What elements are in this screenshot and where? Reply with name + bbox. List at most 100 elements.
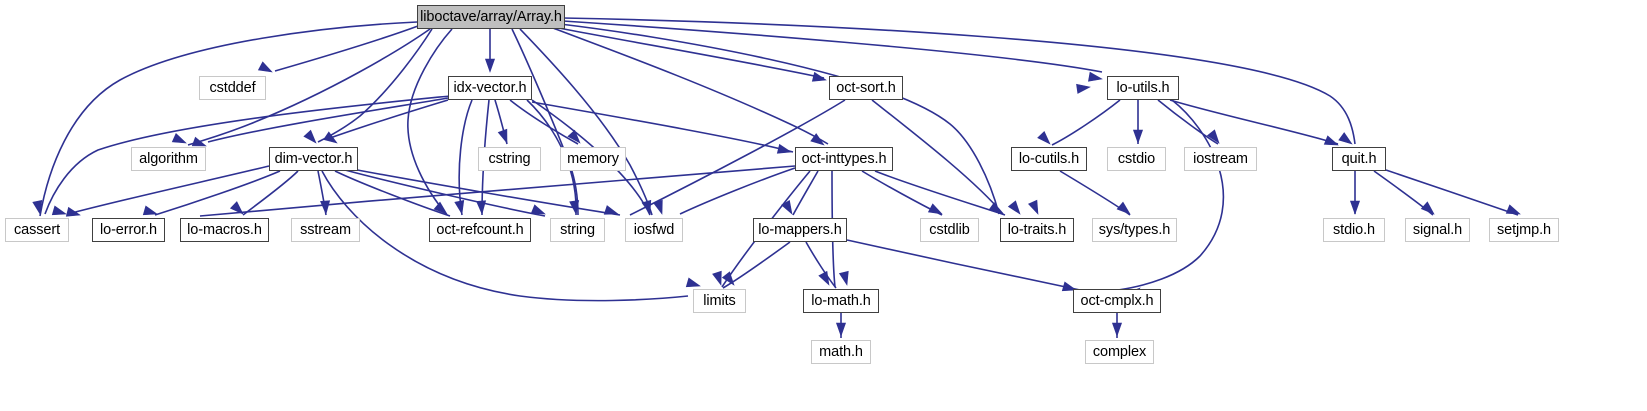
arrowhead-46: [1061, 281, 1077, 292]
arrowhead-14: [1338, 132, 1353, 145]
arrowhead-40: [1505, 204, 1521, 215]
arrowhead-25: [454, 199, 465, 215]
graph-node-label: oct-refcount.h: [436, 221, 524, 238]
graph-node-cstdio[interactable]: cstdio: [1107, 147, 1166, 171]
graph-node-oct-cmplx[interactable]: oct-cmplx.h: [1073, 289, 1161, 313]
arrowhead-28: [569, 200, 580, 215]
edge-dim-vector-to-cassert: [67, 165, 270, 215]
arrowhead-33: [927, 203, 943, 215]
graph-node-sys-types[interactable]: sys/types.h: [1092, 218, 1177, 242]
arrowhead-45: [838, 270, 849, 286]
arrowhead-31: [653, 199, 663, 215]
arrowhead-49: [1111, 322, 1123, 337]
graph-node-stdio[interactable]: stdio.h: [1323, 218, 1385, 242]
edge-array-to-quit: [562, 17, 1356, 145]
graph-node-lo-utils[interactable]: lo-utils.h: [1107, 76, 1179, 100]
arrowhead-5: [323, 131, 338, 144]
arrowhead-41: [685, 277, 701, 288]
edge-oct-inttypes-to-iosfwd: [679, 167, 796, 215]
edge-dim-vector-to-limits: [321, 170, 689, 302]
arrowhead-34: [988, 202, 1003, 215]
edge-lo-utils-to-lo-cutils: [1051, 99, 1121, 146]
graph-node-lo-cutils[interactable]: lo-cutils.h: [1011, 147, 1087, 171]
graph-node-label: iosfwd: [633, 221, 675, 238]
graph-node-label: cstring: [488, 150, 531, 167]
graph-node-oct-sort[interactable]: oct-sort.h: [829, 76, 903, 100]
graph-node-quit[interactable]: quit.h: [1332, 147, 1386, 171]
arrowhead-27: [530, 204, 546, 215]
graph-node-complex[interactable]: complex: [1085, 340, 1154, 364]
edge-array-to-iosfwd: [519, 28, 653, 216]
arrowhead-24: [433, 201, 448, 215]
edge-dim-vector-to-lo-error: [154, 170, 281, 216]
arrowhead-44: [818, 270, 830, 286]
graph-node-label: idx-vector.h: [453, 79, 527, 96]
graph-node-limits[interactable]: limits: [693, 289, 746, 313]
arrowhead-21: [142, 205, 158, 216]
graph-node-lo-traits[interactable]: lo-traits.h: [1000, 218, 1074, 242]
graph-node-label: cassert: [13, 221, 61, 238]
edge-array-to-oct-refcount: [407, 28, 453, 216]
arrowhead-22: [229, 201, 244, 215]
edge-idx-vector-to-memory: [509, 99, 579, 145]
arrowhead-17: [1206, 129, 1220, 144]
edge-idx-vector-to-oct-inttypes: [531, 101, 794, 153]
graph-node-string[interactable]: string: [550, 218, 605, 242]
graph-node-array: liboctave/array/Array.h: [417, 5, 565, 29]
edge-array-to-oct-sort: [547, 25, 825, 79]
graph-node-cstring[interactable]: cstring: [478, 147, 541, 171]
graph-node-label: signal.h: [1412, 221, 1463, 238]
graph-node-label: lo-math.h: [811, 292, 871, 309]
graph-node-algorithm[interactable]: algorithm: [131, 147, 206, 171]
edge-oct-inttypes-to-lo-mappers: [792, 170, 819, 216]
graph-node-label: cstdlib: [929, 221, 970, 238]
arrowhead-43: [721, 271, 735, 286]
graph-node-lo-error[interactable]: lo-error.h: [92, 218, 165, 242]
graph-node-label: algorithm: [139, 150, 198, 167]
arrowhead-1: [484, 58, 496, 73]
edge-quit-to-setjmp: [1385, 169, 1519, 216]
graph-node-setjmp[interactable]: setjmp.h: [1489, 218, 1559, 242]
edge-array-to-cassert: [39, 21, 418, 217]
graph-node-cstdlib[interactable]: cstdlib: [920, 218, 979, 242]
edge-lo-mappers-to-oct-cmplx: [846, 239, 1081, 291]
graph-node-label: lo-error.h: [99, 221, 158, 238]
graph-node-lo-mappers[interactable]: lo-mappers.h: [753, 218, 847, 242]
graph-node-label: sys/types.h: [1098, 221, 1171, 238]
edge-lo-utils-to-iostream: [1157, 99, 1219, 145]
arrowhead-42: [712, 270, 722, 286]
graph-node-lo-macros[interactable]: lo-macros.h: [180, 218, 269, 242]
graph-node-sstream[interactable]: sstream: [291, 218, 360, 242]
edge-lo-utils-to-quit: [1169, 99, 1339, 145]
graph-node-iosfwd[interactable]: iosfwd: [625, 218, 683, 242]
graph-node-label: cstdio: [1117, 150, 1156, 167]
arrowhead-38: [1349, 200, 1361, 215]
graph-node-label: lo-macros.h: [187, 221, 262, 238]
edge-array-to-algorithm: [187, 28, 431, 146]
graph-node-oct-refcount[interactable]: oct-refcount.h: [429, 218, 531, 242]
graph-node-signal[interactable]: signal.h: [1405, 218, 1470, 242]
edge-lo-utils-to-oct-cmplx: [1117, 99, 1225, 291]
arrowhead-20: [65, 206, 81, 217]
graph-node-label: liboctave/array/Array.h: [420, 8, 562, 25]
graph-node-label: lo-traits.h: [1007, 221, 1067, 238]
arrowhead-10: [1076, 83, 1091, 94]
arrowhead-3: [191, 136, 207, 147]
graph-node-oct-inttypes[interactable]: oct-inttypes.h: [795, 147, 893, 171]
graph-node-label: sstream: [300, 221, 351, 238]
graph-node-iostream[interactable]: iostream: [1184, 147, 1257, 171]
graph-node-cstddef[interactable]: cstddef: [199, 76, 266, 100]
arrowhead-13: [1323, 135, 1339, 146]
arrowhead-29: [603, 205, 619, 215]
arrowhead-37: [1116, 201, 1131, 215]
arrowhead-32: [780, 199, 793, 215]
graph-node-idx-vector[interactable]: idx-vector.h: [448, 76, 532, 100]
graph-node-memory[interactable]: memory: [560, 147, 626, 171]
edge-array-to-cstddef: [274, 25, 419, 72]
graph-node-lo-math[interactable]: lo-math.h: [803, 289, 879, 313]
graph-node-cassert[interactable]: cassert: [5, 218, 69, 242]
graph-node-dim-vector[interactable]: dim-vector.h: [269, 147, 358, 171]
arrowhead-9: [1088, 71, 1103, 82]
graph-node-math-h[interactable]: math.h: [811, 340, 871, 364]
